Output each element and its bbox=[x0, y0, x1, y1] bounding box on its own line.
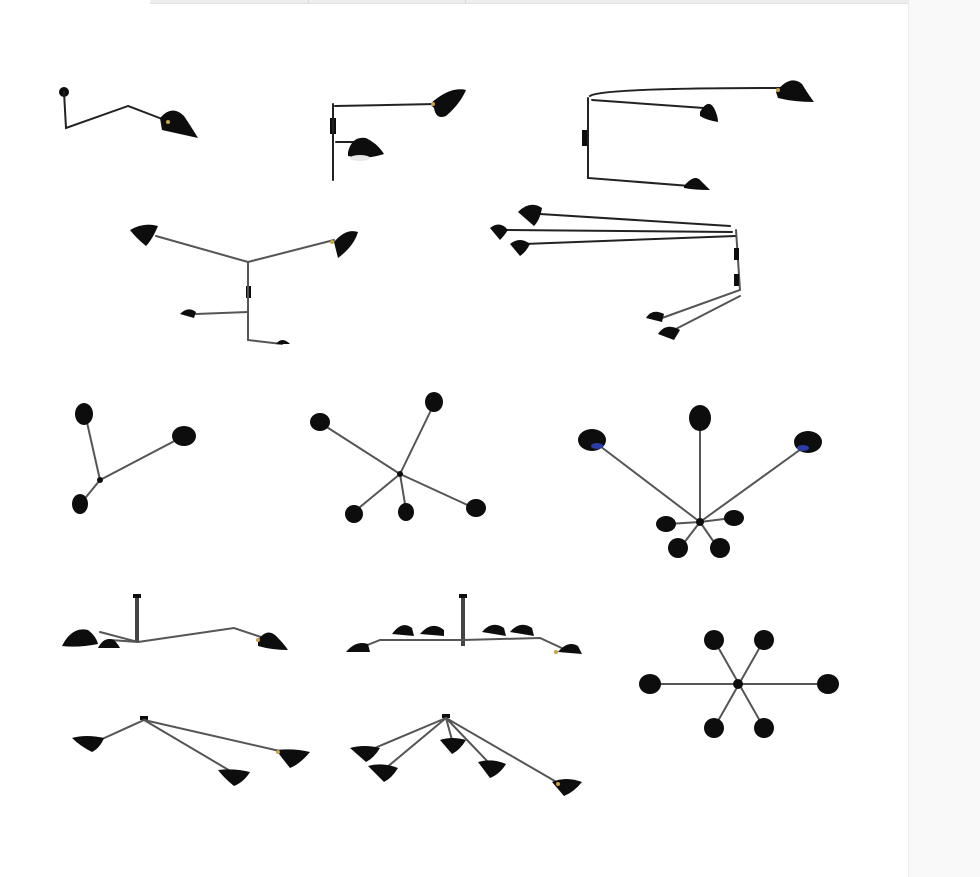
brass-accents bbox=[166, 88, 780, 786]
lamp-two-arm-wall bbox=[330, 89, 466, 181]
lamp-three-arm-ceiling bbox=[72, 403, 196, 514]
lamp-single-arm-wall bbox=[59, 87, 198, 138]
lamp-catalog-image bbox=[59, 80, 839, 796]
lamp-five-arm-wall bbox=[490, 204, 742, 340]
lamp-six-arm-radial-ceiling bbox=[639, 630, 839, 738]
right-side-panel bbox=[908, 0, 980, 877]
lamp-five-arm-spider-ceiling bbox=[350, 714, 582, 796]
lamp-five-arm-ceiling bbox=[310, 392, 486, 523]
lamp-four-arm-wall bbox=[130, 224, 358, 345]
lamp-three-arm-wall bbox=[582, 80, 814, 190]
lamp-six-arm-stem-ceiling bbox=[346, 594, 582, 654]
top-toolbar-strip bbox=[150, 0, 908, 4]
lamp-three-arm-stem-ceiling bbox=[62, 594, 288, 650]
lamp-three-arm-spider-ceiling bbox=[72, 716, 310, 786]
lamp-seven-arm-ceiling bbox=[578, 405, 822, 558]
